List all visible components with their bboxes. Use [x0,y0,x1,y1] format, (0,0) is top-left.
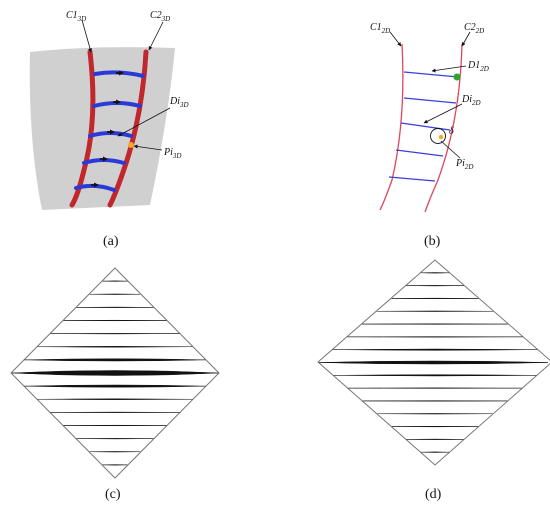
label-c2-2d: C22D [464,22,484,35]
hatch-line [420,451,450,453]
label-pi-3d: Pi3D [163,147,181,160]
arrow-icon [91,182,99,188]
curve-c2-2d [424,43,463,213]
caption-c: (c) [105,487,121,502]
gray-surface [29,47,175,210]
direction-arrows [91,70,124,188]
caption-b: (b) [424,234,441,249]
hatch-line [420,272,450,274]
hatch-line [49,333,181,335]
label-pi-2d: Pi2D [455,158,473,171]
hatch-line [36,346,194,348]
rung-2d-4 [395,149,444,157]
panel-a: C13D C23D Di3D Pi3D (a) [29,10,189,249]
hatch-line [361,323,509,325]
arrow-icon [113,99,121,105]
label-di-3d: Di3D [169,96,189,109]
point-pi-3d [128,142,134,148]
focus-circle [430,128,446,144]
hatch-line [23,358,207,362]
hatch-line [376,413,494,415]
point-d1-2d [453,73,461,81]
arrow-icon [100,156,108,162]
hatch-line [317,360,549,365]
hatch-line [10,370,220,376]
panel-b: C12D C22D D12D Di2D δ Pi2D (b) [370,22,489,249]
diamond-c [10,267,220,479]
hatch-line [23,384,207,388]
leader-c1-3d [81,19,92,53]
label-c2-3d: C23D [150,10,170,23]
rung-2d-3 [400,122,451,131]
hatch-line [88,451,142,453]
hatch-line [361,400,509,402]
point-pi-2d [438,134,444,140]
hatch-line [101,280,129,282]
hatch-line [405,285,465,287]
hatch-line [62,319,168,322]
curve-c2-3d [107,49,149,208]
hatch-line [347,387,523,389]
hatch-line [376,310,494,312]
leader-pi-3d [133,144,163,151]
arrow-icon [116,70,124,76]
hatch-line [75,306,155,308]
leader-c1-2d [389,31,402,47]
hatch-line [101,464,129,466]
leader-c2-3d [148,21,164,51]
leader-di-2d [423,103,463,124]
curve-c1-3d [69,49,96,208]
hatch-line [332,374,538,377]
leader-pi-2d [440,140,461,159]
hatch-lines-c [10,280,220,466]
rung-2d-1 [403,71,459,78]
diamond-d [317,259,550,466]
arrow-icon [107,129,115,135]
label-d1-2d: D12D [467,60,489,73]
caption-a: (a) [103,234,119,249]
hatch-line [49,411,181,413]
label-c1-2d: C12D [370,22,390,35]
rungs-2d [388,71,459,182]
label-c1-3d: C13D [66,10,86,23]
label-di-2d: Di2D [461,94,481,107]
hatch-line [75,438,155,440]
hatch-line [36,398,194,400]
rung-2d-5 [388,176,436,182]
hatch-line [62,424,168,427]
hatch-line [391,297,479,299]
leader-c2-2d [461,31,471,47]
leader-d1-2d [431,65,467,73]
leader-di-3d [117,107,171,137]
curve-c1-2d [379,43,404,211]
hatch-line [391,426,479,428]
rung-2d-2 [403,97,457,104]
panel-d: (d) [317,259,550,502]
hatch-line [88,293,142,295]
label-delta: δ [449,126,454,137]
hatch-line [347,336,523,338]
caption-d: (d) [425,487,442,502]
hatch-line [405,438,465,440]
panel-c: (c) [10,267,220,502]
hatch-line [332,348,538,351]
hatch-lines-d [317,272,549,453]
